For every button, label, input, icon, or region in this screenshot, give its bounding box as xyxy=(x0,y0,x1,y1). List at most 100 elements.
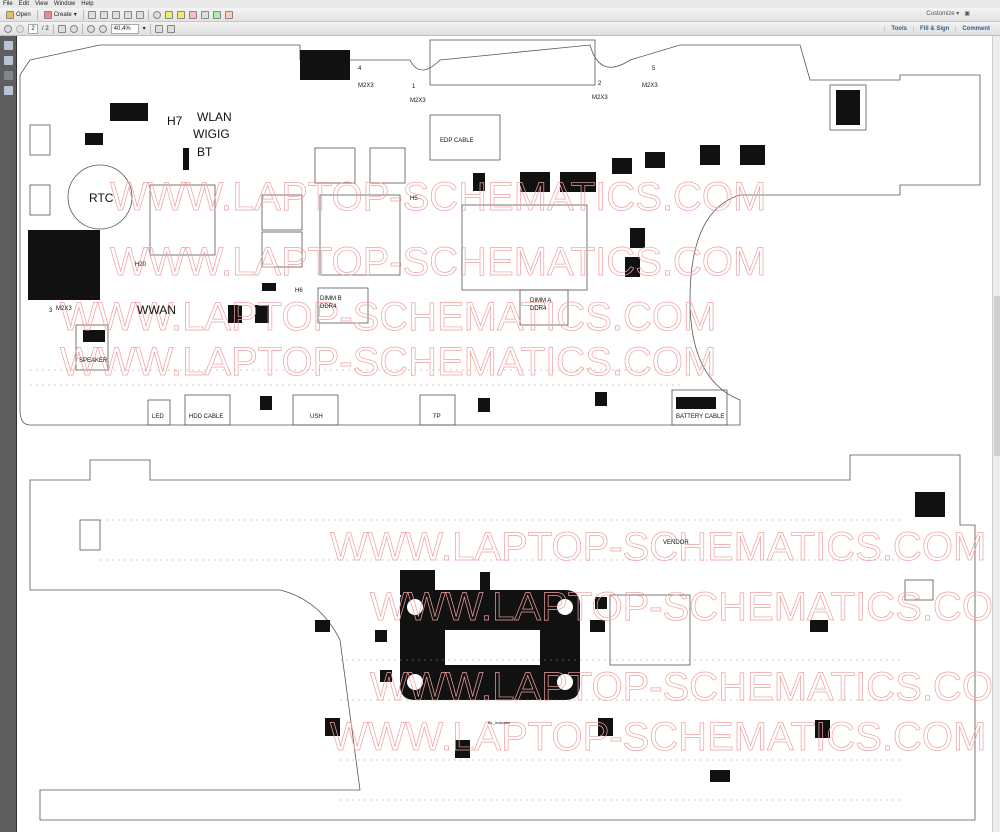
previous-page-icon[interactable] xyxy=(4,24,12,33)
chevron-down-icon[interactable]: ▾ xyxy=(142,26,146,32)
edp-connector xyxy=(429,114,501,161)
divider xyxy=(82,9,84,20)
label-dimm-a: DIMM A xyxy=(530,298,551,304)
export-icon[interactable] xyxy=(212,10,221,19)
edit-icon[interactable] xyxy=(123,10,132,19)
create-button[interactable]: Create ▾ xyxy=(42,9,79,20)
watermark-text: WWW.LAPTOP-SCHEMATICS.COM xyxy=(370,665,992,709)
attachments-icon[interactable] xyxy=(4,71,13,80)
delete-page-icon[interactable] xyxy=(188,10,197,19)
screw-label: M2X3 xyxy=(592,95,608,101)
page-total: / 2 xyxy=(42,25,49,32)
screw-number: 2 xyxy=(598,81,602,87)
save-icon[interactable] xyxy=(87,10,96,19)
boardview-drawing: WWW.LAPTOP-SCHEMATICS.COM WWW.LAPTOP-SCH… xyxy=(19,39,992,821)
menu-window[interactable]: Window xyxy=(53,1,76,7)
label-led: LED xyxy=(152,414,164,420)
email-icon[interactable] xyxy=(135,10,144,19)
label-bt: BT xyxy=(197,145,213,159)
navigation-pane xyxy=(0,36,17,832)
fit-width-icon[interactable] xyxy=(166,24,175,33)
main-toolbar: Open Create ▾ Customize ▾ ▣ xyxy=(0,8,1000,22)
chip-block xyxy=(28,230,100,300)
screw-number: 5 xyxy=(652,66,656,72)
signatures-icon[interactable] xyxy=(4,86,13,95)
select-tool-icon[interactable] xyxy=(57,24,66,33)
label-hdd-cable: HDD CABLE xyxy=(189,414,223,420)
label-vendor: VENDOR xyxy=(663,540,689,546)
screw-label: M2X3 xyxy=(56,306,72,312)
zoom-out-icon[interactable] xyxy=(86,24,95,33)
watermark-text: WWW.LAPTOP-SCHEMATICS.COM xyxy=(110,175,766,219)
screw-label: M2X3 xyxy=(410,98,426,104)
label-rtc: RTC xyxy=(89,191,114,205)
label-h5: H5 xyxy=(410,196,418,202)
bookmarks-icon[interactable] xyxy=(4,56,13,65)
fill-sign-link[interactable]: Fill & Sign xyxy=(912,26,955,32)
zoom-in-icon[interactable] xyxy=(98,24,107,33)
menu-help[interactable]: Help xyxy=(81,1,94,7)
label-tp: TP xyxy=(433,414,441,420)
label-edp-cable: EDP CABLE xyxy=(440,138,474,144)
fit-page-icon[interactable] xyxy=(154,24,163,33)
open-button[interactable]: Open xyxy=(4,9,33,20)
screw-number: 3 xyxy=(49,308,53,314)
label-dc-in: DC-IN xyxy=(851,105,857,122)
label-h7: H7 xyxy=(167,114,183,128)
hand-tool-icon[interactable] xyxy=(69,24,78,33)
menu-view[interactable]: View xyxy=(35,1,48,7)
heatsink-bracket xyxy=(400,590,580,700)
vertical-scrollbar[interactable] xyxy=(992,36,1000,832)
divider xyxy=(149,23,151,34)
label-wlan: WLAN xyxy=(197,110,232,124)
label-bl-indicator: BL_indicator xyxy=(488,720,511,725)
bottom-board-outline xyxy=(29,454,976,821)
watermark-text: WWW.LAPTOP-SCHEMATICS.COM xyxy=(330,525,986,569)
label-wwan: WWAN xyxy=(137,303,176,317)
pages-icon[interactable] xyxy=(200,10,209,19)
tools-link[interactable]: Tools xyxy=(884,26,913,32)
top-board-outline xyxy=(19,44,981,426)
customize-menu[interactable]: Customize ▾ ▣ xyxy=(926,11,970,17)
document-view[interactable]: WWW.LAPTOP-SCHEMATICS.COM WWW.LAPTOP-SCH… xyxy=(18,36,992,832)
folder-icon xyxy=(6,10,14,19)
screw-label: M2X3 xyxy=(642,83,658,89)
scrollbar-thumb[interactable] xyxy=(994,296,1000,456)
comment-link[interactable]: Comment xyxy=(955,26,996,32)
menu-edit[interactable]: Edit xyxy=(18,1,30,7)
label-battery-cable: BATTERY CABLE xyxy=(676,414,724,420)
divider xyxy=(81,23,83,34)
screw-number: 4 xyxy=(358,66,362,72)
watermark-text: WWW.LAPTOP-SCHEMATICS.COM xyxy=(60,340,716,384)
next-page-icon[interactable] xyxy=(16,24,24,33)
label-h20: H20 xyxy=(135,262,147,268)
menu-file[interactable]: File xyxy=(3,1,13,7)
label-h6: H6 xyxy=(295,288,303,294)
cloud-upload-icon[interactable] xyxy=(99,10,108,19)
zoom-level-select[interactable]: 40,4% xyxy=(110,23,139,34)
page-number-input[interactable]: 2 xyxy=(28,23,38,34)
watermark-text: WWW.LAPTOP-SCHEMATICS.COM xyxy=(330,715,986,759)
label-ush: USH xyxy=(310,414,323,420)
comment-icon[interactable] xyxy=(164,10,173,19)
watermark-text: WWW.LAPTOP-SCHEMATICS.COM xyxy=(110,240,766,284)
gear-icon[interactable] xyxy=(152,10,161,19)
watermarks: WWW.LAPTOP-SCHEMATICS.COM WWW.LAPTOP-SCH… xyxy=(60,175,992,760)
create-pdf-icon xyxy=(43,10,52,19)
sign-icon[interactable] xyxy=(224,10,233,19)
page-thumbnails-icon[interactable] xyxy=(4,41,13,50)
task-pane-links: Tools Fill & Sign Comment xyxy=(884,22,996,36)
menu-bar: File Edit View Window Help xyxy=(0,0,1000,8)
label-dimm-b: DIMM B xyxy=(320,296,342,302)
label-speaker: SPEAKER xyxy=(79,358,108,364)
label-ddr4: DDR4 xyxy=(320,304,337,310)
divider xyxy=(52,23,54,34)
watermark-text: WWW.LAPTOP-SCHEMATICS.COM xyxy=(370,585,992,629)
sticky-note-icon[interactable] xyxy=(176,10,185,19)
label-ddr4: DDR4 xyxy=(530,306,547,312)
print-icon[interactable] xyxy=(111,10,120,19)
fan-connector xyxy=(915,492,945,517)
navigation-toolbar: 2 / 2 40,4%▾ Tools Fill & Sign Comment xyxy=(0,22,1000,36)
label-wigig: WIGIG xyxy=(193,127,230,141)
divider xyxy=(147,9,149,20)
